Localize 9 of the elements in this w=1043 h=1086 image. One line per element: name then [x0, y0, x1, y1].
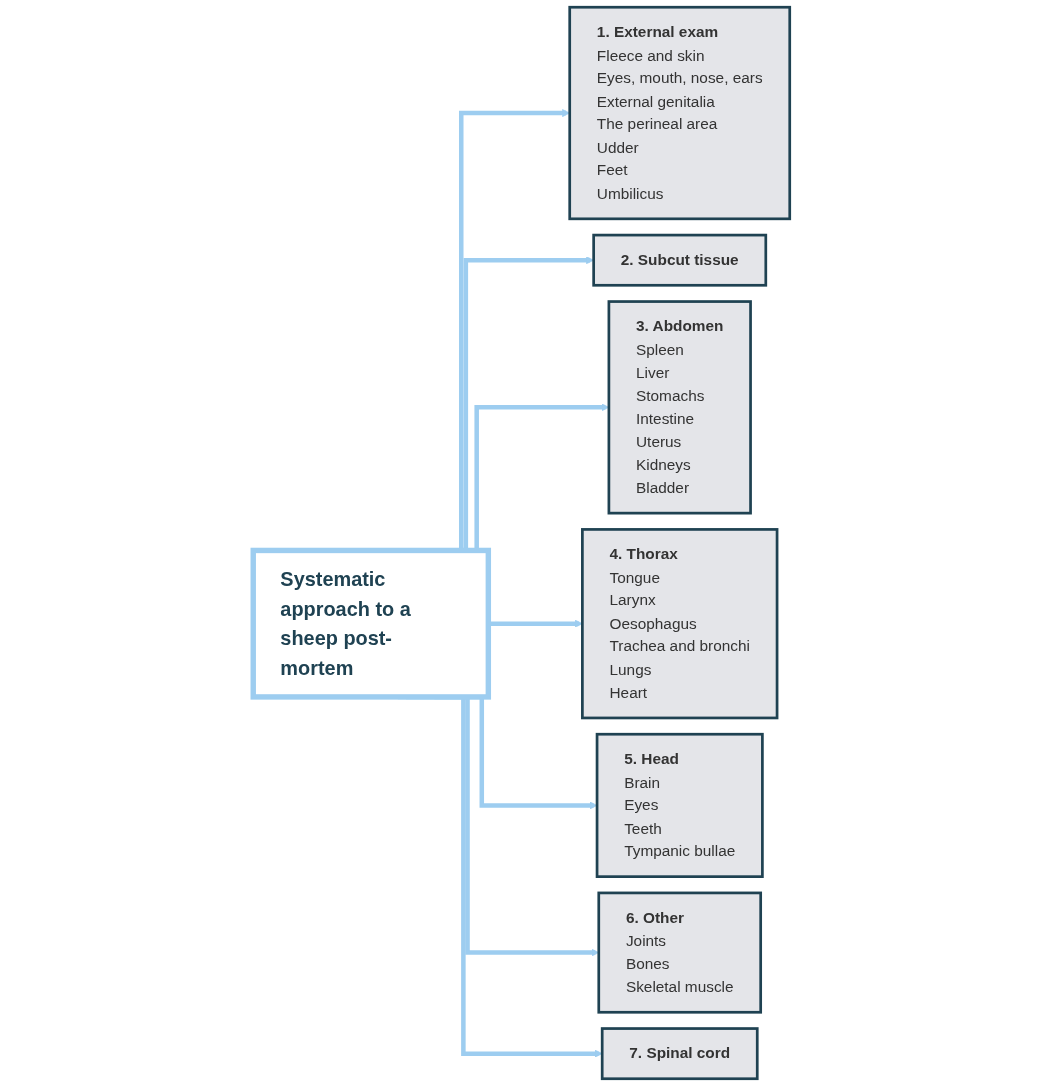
node-box: 2. Subcut tissue: [592, 233, 768, 287]
node-box: 1. External exam Fleece and skin Eyes, mouth, nose, ears External genitalia The perineal area Udder Feet Umbilicus: [568, 5, 792, 221]
node-box: 3. Abdomen Spleen Liver Stomachs Intestine Uterus Kidneys Bladder: [607, 300, 752, 515]
node-box: 5. Head Brain Eyes Teeth Tympanic bullae: [595, 732, 764, 878]
node-box: Systematic approach to a sheep post-mortem: [250, 547, 492, 700]
arrow: [488, 619, 583, 628]
node-box: 7. Spinal cord: [600, 1027, 759, 1081]
node-box: 6. Other Joints Bones Skeletal muscle: [597, 891, 763, 1014]
node-box: 4. Thorax Tongue Larynx Oesophagus Trachea and bronchi Lungs Heart: [581, 528, 779, 720]
